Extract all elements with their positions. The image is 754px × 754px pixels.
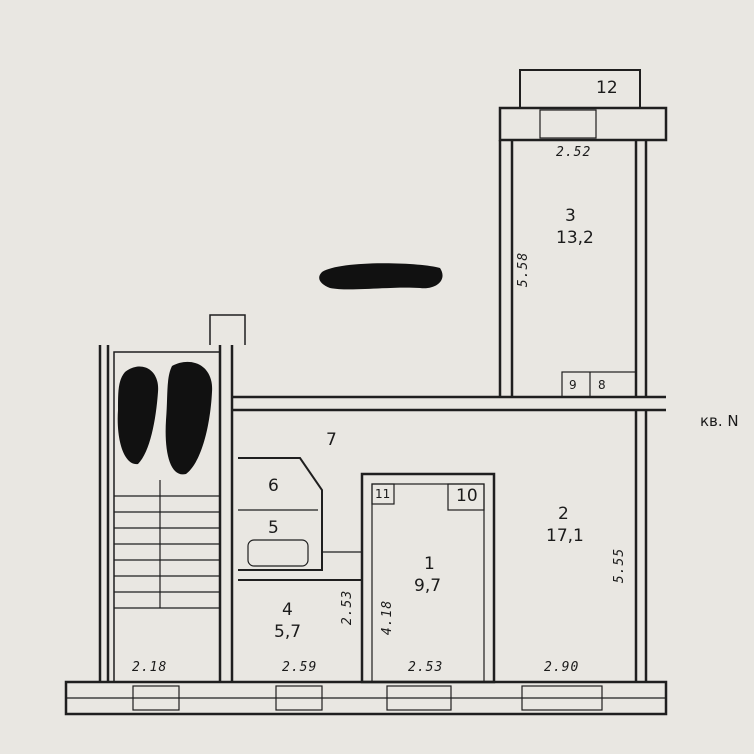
dim-2-59: 2.59: [282, 660, 318, 675]
room-4-number: 4: [282, 600, 293, 620]
room-3-number: 3: [565, 206, 576, 226]
dim-2-90: 2.90: [544, 660, 580, 675]
redaction-mark-top: [319, 263, 443, 290]
label-5: 5: [268, 518, 279, 538]
redaction-mark-right: [165, 361, 213, 475]
window-bottom-2: [275, 685, 323, 711]
room-2-area: 17,1: [546, 526, 584, 546]
window-bottom-3: [386, 685, 452, 711]
window-top: [539, 109, 597, 139]
balcony: [519, 69, 641, 109]
dim-2-52: 2.52: [556, 145, 592, 160]
window-bottom-1: [132, 685, 180, 711]
label-8: 8: [598, 378, 606, 392]
label-12: 12: [596, 78, 618, 98]
dim-5-58: 5.58: [516, 251, 532, 288]
window-bottom-4: [521, 685, 603, 711]
label-11: 11: [375, 487, 391, 501]
label-10: 10: [456, 486, 478, 506]
dim-2-53-horizontal: 2.53: [408, 660, 444, 675]
dim-2-18: 2.18: [132, 660, 168, 675]
dim-4-18: 4.18: [380, 599, 396, 636]
apartment-side-label: кв. N: [700, 412, 739, 430]
redaction-mark-left: [117, 366, 159, 465]
room-2-number: 2: [558, 504, 569, 524]
dim-2-53-vertical: 2.53: [340, 589, 356, 626]
label-7: 7: [326, 430, 337, 450]
room-4-area: 5,7: [274, 622, 302, 642]
room-3-area: 13,2: [556, 228, 594, 248]
exterior-wall-top: [498, 106, 668, 142]
label-6: 6: [268, 476, 279, 496]
room-1-area: 9,7: [414, 576, 442, 596]
room-1-number: 1: [424, 554, 435, 574]
dim-5-55: 5.55: [612, 547, 628, 584]
label-9: 9: [569, 378, 577, 392]
